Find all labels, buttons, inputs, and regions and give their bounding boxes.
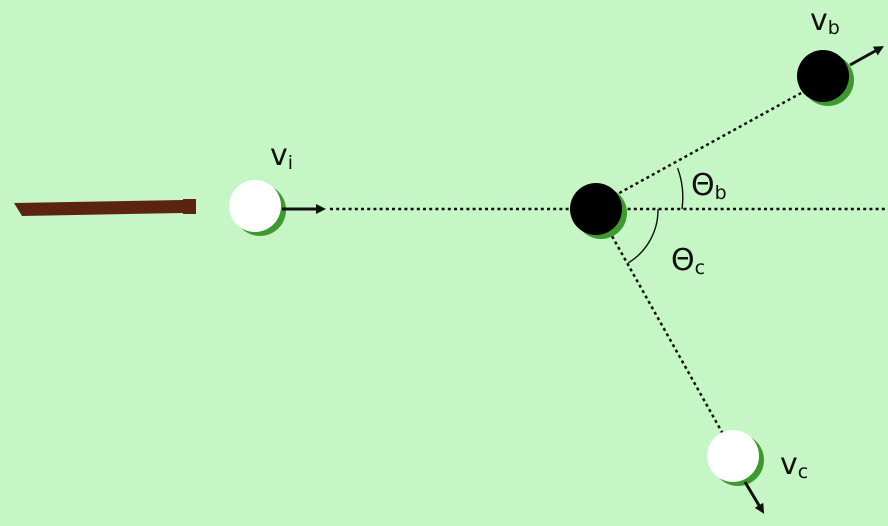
ball-b — [797, 50, 849, 102]
target-ball — [570, 183, 622, 235]
cue-stick-icon — [14, 200, 183, 216]
vc-label: vc — [780, 447, 808, 483]
ball-c — [707, 430, 759, 482]
vb-label: vb — [810, 3, 840, 39]
theta-c-label: Θc — [671, 243, 705, 279]
ball-b-path-line — [602, 90, 804, 204]
theta-c-arc — [627, 208, 659, 264]
cue-tip — [183, 199, 196, 214]
vb-arrow-icon — [849, 46, 884, 67]
vc-arrow-icon — [743, 481, 765, 514]
theta-b-label: Θb — [691, 168, 727, 204]
theta-b-arc — [676, 167, 684, 210]
vi-label: vi — [270, 138, 293, 174]
cue-ball — [229, 180, 281, 232]
